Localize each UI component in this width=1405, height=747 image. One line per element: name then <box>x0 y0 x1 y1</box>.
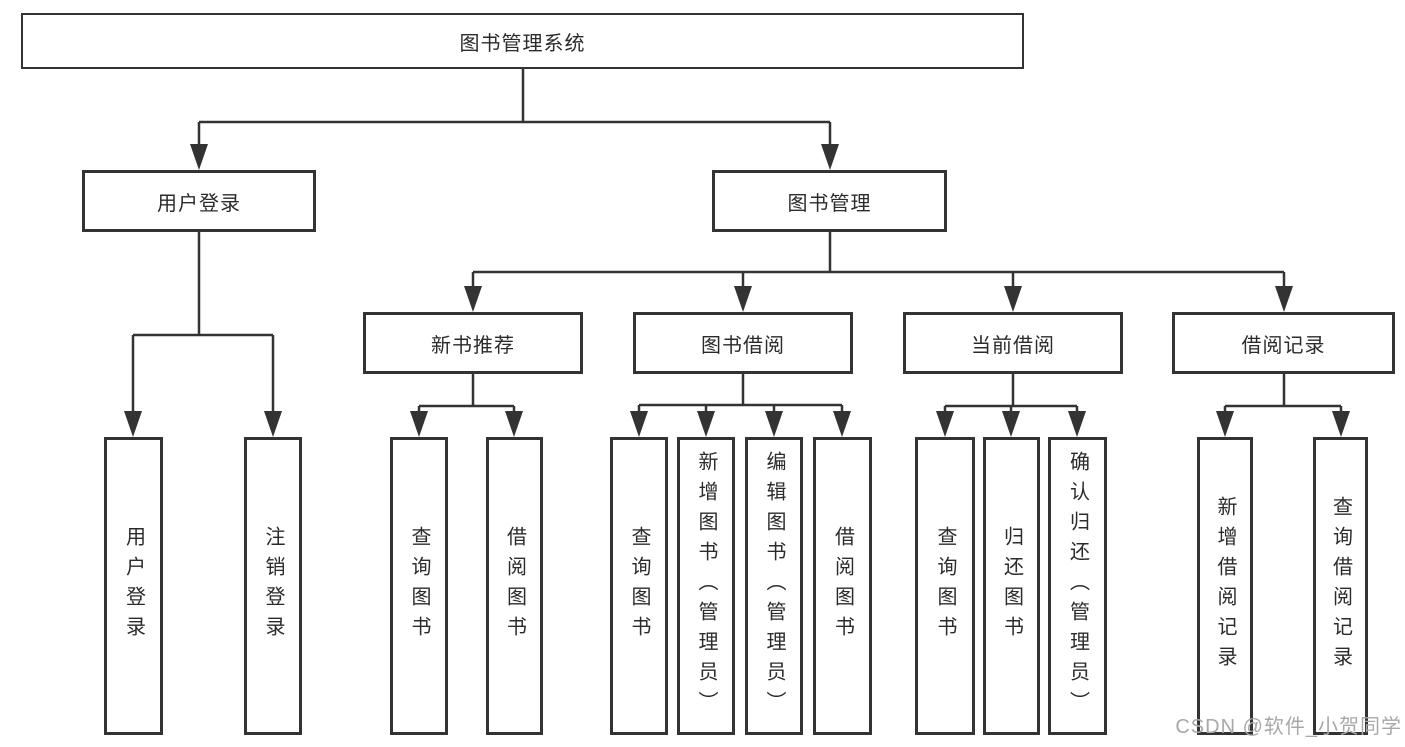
node-current-borrow-label: 当前借阅 <box>971 334 1055 357</box>
node-root: 图书管理系统 <box>21 13 1024 69</box>
arrow-down-icons <box>124 144 1350 437</box>
leaf-query-books-recommend: 查询图书 <box>390 437 448 735</box>
node-borrow-records: 借阅记录 <box>1172 312 1395 374</box>
leaf-confirm-return-admin: 确认归还（管理员） <box>1048 437 1107 735</box>
node-user-login: 用户登录 <box>82 170 316 232</box>
leaf-user-login: 用户登录 <box>104 437 163 735</box>
leaf-query-books-borrow: 查询图书 <box>610 437 668 735</box>
leaf-query-books-current-label: 查询图书 <box>934 526 956 646</box>
node-user-login-label: 用户登录 <box>157 192 241 215</box>
connector-segments <box>131 69 1343 415</box>
leaf-confirm-return-admin-label: 确认归还（管理员） <box>1066 451 1089 721</box>
leaf-add-book-admin-label: 新增图书（管理员） <box>695 451 717 721</box>
node-new-book-recommend: 新书推荐 <box>363 312 583 374</box>
node-book-management-label: 图书管理 <box>787 192 872 215</box>
leaf-add-borrow-record-label: 新增借阅记录 <box>1214 496 1236 676</box>
leaf-return-book: 归还图书 <box>983 437 1040 735</box>
leaf-borrow-books-recommend-label: 借阅图书 <box>503 526 526 646</box>
node-borrow-records-label: 借阅记录 <box>1241 334 1326 357</box>
leaf-query-borrow-record: 查询借阅记录 <box>1313 437 1368 735</box>
leaf-logout-label: 注销登录 <box>262 526 284 646</box>
leaf-add-book-admin: 新增图书（管理员） <box>677 437 735 735</box>
node-book-borrow-label: 图书借阅 <box>701 334 785 357</box>
leaf-edit-book-admin-label: 编辑图书（管理员） <box>763 451 785 721</box>
node-current-borrow: 当前借阅 <box>903 312 1123 374</box>
watermark: CSDN @软件_小贺同学 <box>1175 716 1402 738</box>
node-book-management: 图书管理 <box>712 170 947 232</box>
leaf-borrow-books: 借阅图书 <box>813 437 872 735</box>
node-book-borrow: 图书借阅 <box>633 312 853 374</box>
leaf-add-borrow-record: 新增借阅记录 <box>1197 437 1253 735</box>
leaf-edit-book-admin: 编辑图书（管理员） <box>745 437 803 735</box>
leaf-borrow-books-recommend: 借阅图书 <box>486 437 543 735</box>
leaf-query-books-recommend-label: 查询图书 <box>408 526 430 646</box>
leaf-logout: 注销登录 <box>244 437 302 735</box>
leaf-query-borrow-record-label: 查询借阅记录 <box>1329 496 1352 676</box>
node-new-book-recommend-label: 新书推荐 <box>431 334 515 357</box>
leaf-return-book-label: 归还图书 <box>1000 526 1023 646</box>
node-root-label: 图书管理系统 <box>459 32 586 55</box>
leaf-borrow-books-label: 借阅图书 <box>831 526 854 646</box>
leaf-query-books-current: 查询图书 <box>915 437 975 735</box>
leaf-query-books-borrow-label: 查询图书 <box>628 526 650 646</box>
leaf-user-login-label: 用户登录 <box>122 526 145 646</box>
